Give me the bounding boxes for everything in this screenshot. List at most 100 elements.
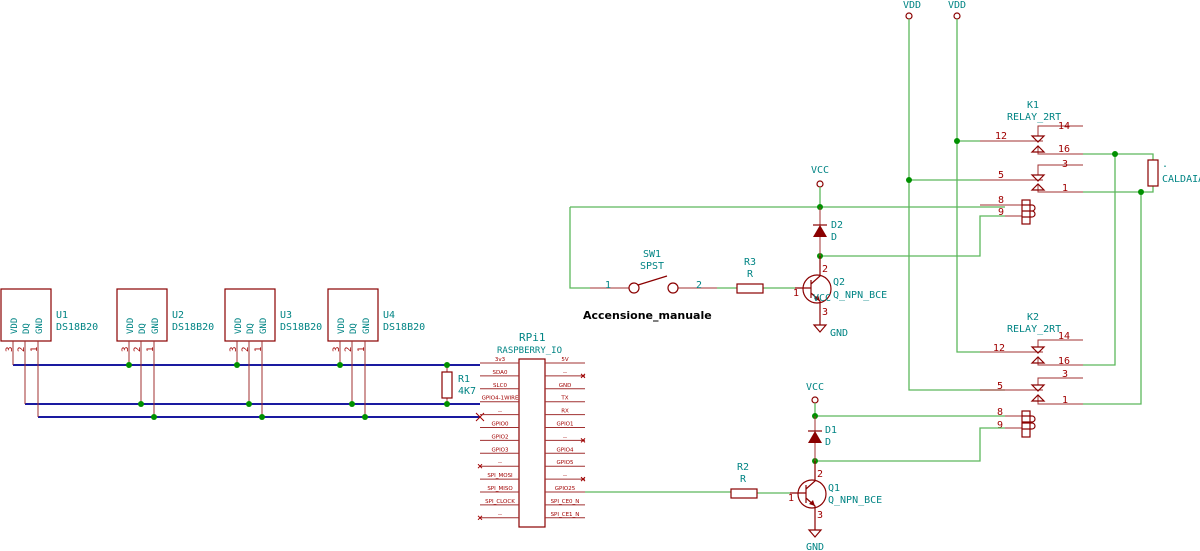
transistor-q1[interactable]: 1 2 3 Q1 Q_NPN_BCE (788, 461, 882, 530)
junction (246, 401, 252, 407)
rpi-left-pin-label: SPI_MISO (487, 486, 513, 492)
diode-d2[interactable]: D2 D (813, 207, 843, 256)
no-connect-icon (580, 438, 586, 443)
junction (349, 401, 355, 407)
vdd-label-1: VDD (903, 0, 921, 11)
q1-pin-c: 2 (817, 469, 823, 480)
junction (1138, 189, 1144, 195)
wire-k1-1-k2-1 (1083, 192, 1142, 405)
vcc-port-q1 (811, 396, 819, 404)
resistor-r2[interactable]: R2 R (730, 462, 758, 499)
sensor-pin-number: 1 (357, 347, 367, 352)
sensor-pin-name: VDD (126, 318, 136, 334)
load-value: CALDAIA (1162, 174, 1200, 185)
sensor-body (224, 288, 276, 342)
sw1-pin-1: 1 (605, 280, 611, 291)
junction (259, 414, 265, 420)
sensor-pin-name: DQ (22, 323, 32, 334)
k2-pin-16: 16 (1058, 356, 1070, 367)
rpi-left-pin-label: GPIO2 (491, 434, 508, 440)
sensor-pin-number: 1 (30, 347, 40, 352)
vcc-label-q2: VCC (811, 165, 829, 176)
k1-pin-16: 16 (1058, 144, 1070, 155)
rpi-ref: RPi1 (519, 331, 546, 344)
resistor-r1[interactable]: R1 4K7 (441, 365, 476, 404)
switch-sw1[interactable]: SW1 SPST 1 2 (590, 249, 717, 294)
rpi-right-pin-label: RX (561, 409, 569, 415)
q1-pin-b: 1 (788, 493, 794, 504)
sensor-pin-name: VDD (10, 318, 20, 334)
sensor-value: DS18B20 (383, 322, 425, 333)
sensor-value: DS18B20 (56, 322, 98, 333)
load-caldaia[interactable]: . CALDAIA (1147, 159, 1200, 187)
wire-k1-coil-8 (569, 206, 1005, 289)
relay-k2[interactable]: K2 RELAY_2RT 14 12 16 3 5 1 8 9 (980, 312, 1083, 438)
wire-k2-coil-8 (814, 403, 1005, 417)
gnd-label-q1: GND (806, 542, 824, 551)
vdd-port-2 (953, 12, 961, 20)
sensor-pin-name: VDD (234, 318, 244, 334)
wire-k1-coil-9 (820, 215, 1005, 257)
sensor-pin-name: GND (151, 318, 161, 334)
k1-pin-8: 8 (998, 195, 1004, 206)
q2-pin-e: 3 (822, 307, 828, 318)
sensor-pin-name: GND (259, 318, 269, 334)
rpi-left-pin-label: -- (498, 460, 502, 466)
sensor-pin-number: 3 (121, 347, 131, 352)
q2-overlap-vcc: VCC (813, 293, 831, 304)
wire-vdd-k2-5 (908, 19, 1005, 391)
rpi-left-pin-label: SDA0 (493, 370, 508, 376)
rpi-right-pin-label: GPIO25 (555, 486, 576, 492)
wire-k1-16-k2-16 (1083, 154, 1116, 366)
sensor-value: DS18B20 (280, 322, 322, 333)
k1-pin-14: 14 (1058, 121, 1070, 132)
transistor-q2[interactable]: 1 2 3 VCC Q2 Q_NPN_BCE (793, 256, 887, 325)
relay-k1[interactable]: K1 RELAY_2RT 14 12 16 3 5 1 8 9 (980, 100, 1083, 225)
sensor-ref: U1 (56, 310, 68, 321)
sensor-body (0, 288, 52, 342)
sensor-pin-name: DQ (138, 323, 148, 334)
vcc-port-q2 (816, 180, 824, 188)
junction (234, 362, 240, 368)
load-ref: . (1162, 159, 1168, 170)
r3-ref: R3 (744, 257, 756, 268)
sensor-pin-number: 2 (17, 347, 27, 352)
k2-pin-3: 3 (1062, 369, 1068, 380)
sensor-pin-name: GND (35, 318, 45, 334)
k2-pin-9: 9 (997, 420, 1003, 431)
rpi-left-pin-label: GPIO3 (491, 447, 509, 453)
r1-ref: R1 (458, 374, 470, 385)
sensor-pin-number: 1 (146, 347, 156, 352)
wire-k1-16 (1083, 153, 1154, 160)
q2-pin-b: 1 (793, 288, 799, 299)
diode-d1[interactable]: D1 D (808, 416, 837, 461)
wire-gpio25-r2 (585, 491, 790, 494)
rpi-right-pin-label: GPIO5 (556, 460, 574, 466)
rpi-left-pin-label: -- (498, 512, 502, 518)
q1-pin-e: 3 (817, 510, 823, 521)
d1-value: D (825, 437, 831, 448)
sensor-pin-name: DQ (246, 323, 256, 334)
gnd-symbol-q2 (812, 324, 828, 333)
resistor-r3[interactable]: R3 R (736, 257, 764, 294)
rpi-right-pin-label: -- (563, 473, 567, 479)
sensor-body (327, 288, 379, 342)
junction (444, 401, 450, 407)
junction (444, 362, 450, 368)
rpi-left-pin-label: -- (498, 409, 502, 415)
r2-ref: R2 (737, 462, 749, 473)
junction (138, 401, 144, 407)
note-accensione-manuale: Accensione_manuale (583, 309, 712, 322)
rpi-left-pin-label: GPIO4-1WIRE (482, 396, 519, 402)
vcc-label-q1: VCC (806, 382, 824, 393)
rpi-right-pin-label: SPI_CE0_N (551, 499, 580, 505)
rpi-right-pin-label: GPIO4 (556, 447, 574, 453)
rpi-left-pin-label: 3v3 (495, 357, 506, 363)
